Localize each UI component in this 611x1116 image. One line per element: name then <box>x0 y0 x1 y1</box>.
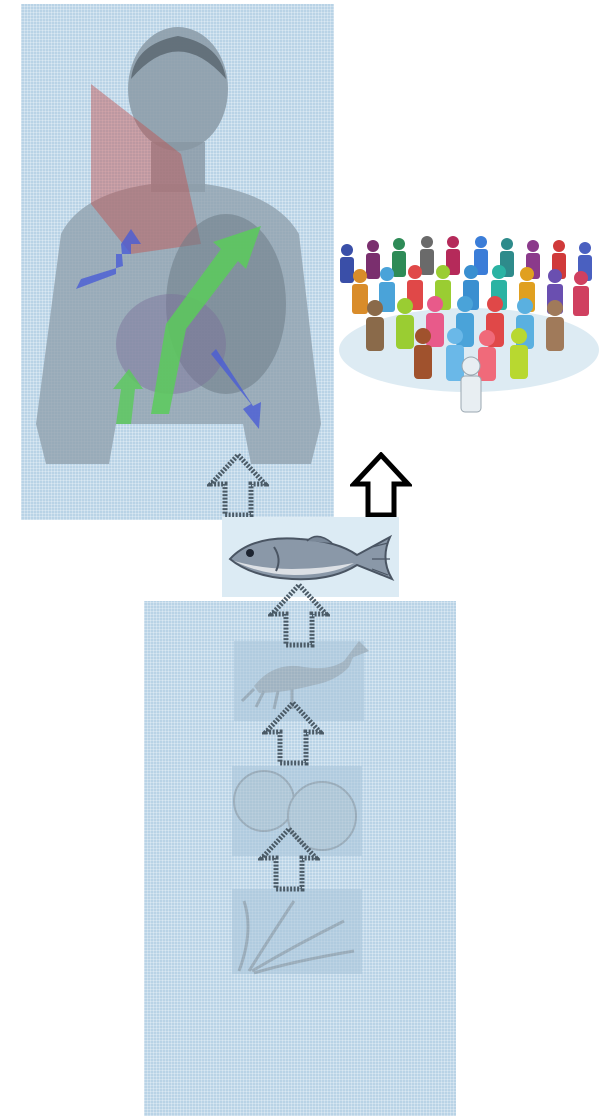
arrow-plankton-to-crustacean <box>262 700 324 766</box>
up-arrow-icon <box>258 826 320 892</box>
up-arrow-icon <box>207 452 269 518</box>
crowd-people <box>340 236 592 412</box>
up-arrow-icon <box>262 700 324 766</box>
human-body-panel <box>21 4 334 520</box>
arrow-fish-to-population <box>350 452 412 518</box>
up-arrow-icon <box>268 582 330 648</box>
up-arrow-icon <box>350 452 412 518</box>
population-panel <box>335 232 603 417</box>
arrow-fish-to-human <box>207 452 269 518</box>
crowd-icon <box>335 232 603 417</box>
fish-eye <box>246 549 254 557</box>
seaweed-icon <box>232 889 362 974</box>
arrow-algae-to-plankton <box>258 826 320 892</box>
arrow-crustacean-to-fish <box>268 582 330 648</box>
human-torso-icon <box>21 4 334 520</box>
